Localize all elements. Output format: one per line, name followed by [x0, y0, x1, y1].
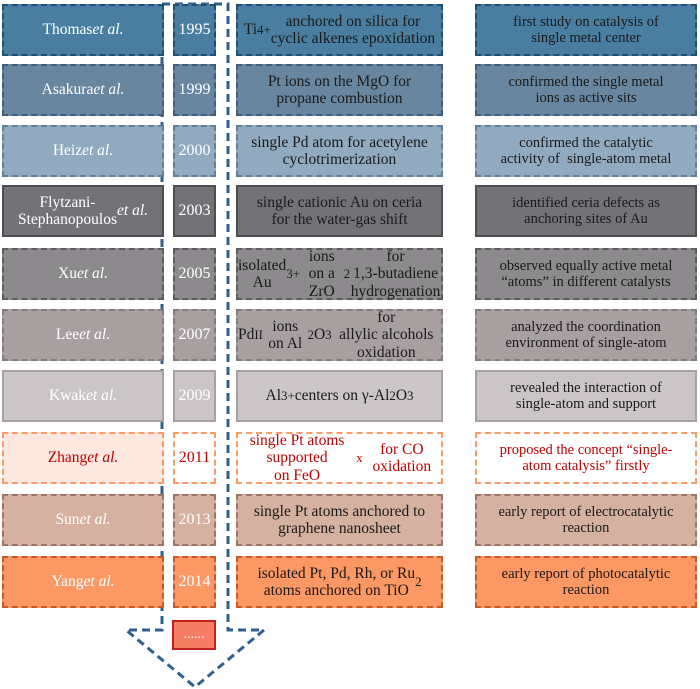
- continuation-ellipsis: ......: [172, 620, 216, 650]
- author-box-1: Thomas et al.: [2, 4, 164, 56]
- author-box-3: Heiz et al.: [2, 125, 164, 177]
- year-box-2: 1999: [173, 64, 216, 116]
- year-box-3: 2000: [173, 125, 216, 177]
- author-box-8: Zhang et al.: [2, 432, 164, 484]
- author-box-5: Xu et al.: [2, 248, 164, 300]
- author-box-10: Yang et al.: [2, 556, 164, 608]
- author-box-6: Lee et al.: [2, 309, 164, 361]
- year-box-9: 2013: [173, 494, 216, 546]
- year-box-8: 2011: [173, 432, 216, 484]
- author-box-2: Asakura et al.: [2, 64, 164, 116]
- year-box-5: 2005: [173, 248, 216, 300]
- year-box-4: 2003: [173, 185, 216, 237]
- author-box-4: Flytzani-Stephanopoulos et al.: [2, 185, 164, 237]
- year-box-10: 2014: [173, 556, 216, 608]
- result-box-5: observed equally active metal“atoms” in …: [475, 248, 697, 300]
- year-box-7: 2009: [173, 370, 216, 422]
- author-box-9: Sun et al.: [2, 494, 164, 546]
- year-box-1: 1995: [173, 4, 216, 56]
- result-box-8: proposed the concept “single-atom cataly…: [475, 432, 697, 484]
- author-box-7: Kwak et al.: [2, 370, 164, 422]
- timeline-arrow-outline: [121, 2, 269, 689]
- year-box-6: 2007: [173, 309, 216, 361]
